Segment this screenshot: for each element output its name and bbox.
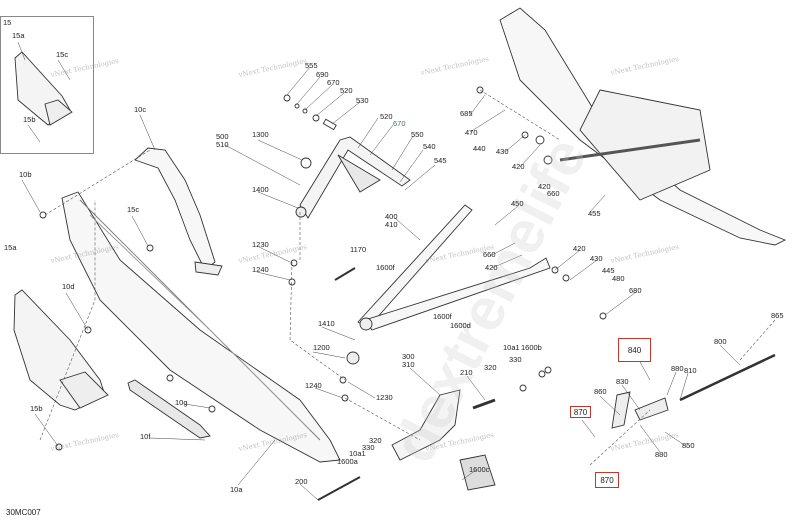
part-label[interactable]: 320 [369,436,382,445]
part-label[interactable]: 680 [629,286,642,295]
diagram-code: 30MC007 [6,508,41,517]
part-label[interactable]: 1600f [376,263,395,272]
part-label[interactable]: 1600a [337,457,358,466]
part-label[interactable]: 690 [316,70,329,79]
part-label[interactable]: 330 [509,355,522,364]
part-label[interactable]: 510 [216,140,229,149]
part-label[interactable]: 10a1 [503,343,520,352]
part-label[interactable]: 545 [434,156,447,165]
part-label[interactable]: 15a [4,243,17,252]
part-label[interactable]: 200 [295,477,308,486]
part-label[interactable]: 420 [485,263,498,272]
inset-frame [0,16,94,154]
part-label[interactable]: 210 [460,368,473,377]
part-label[interactable]: 10a1 [349,449,366,458]
part-label[interactable]: 10d [62,282,75,291]
inset-label: 15 [3,18,12,27]
part-label[interactable]: 865 [771,311,784,320]
part-label[interactable]: 480 [612,274,625,283]
highlighted-part-870[interactable]: 870 [570,406,591,418]
part-label[interactable]: 1600f [433,312,452,321]
part-label[interactable]: 1410 [318,319,335,328]
part-label[interactable]: 310 [402,360,415,369]
part-label[interactable]: 550 [411,130,424,139]
part-label[interactable]: 10a [230,485,243,494]
part-label[interactable]: 15b [23,115,36,124]
part-label[interactable]: 15a [12,31,25,40]
part-label[interactable]: 1400 [252,185,269,194]
part-label[interactable]: 320 [484,363,497,372]
part-label[interactable]: 1300 [252,130,269,139]
part-label[interactable]: 445 [602,266,615,275]
part-label[interactable]: 400 [385,212,398,221]
highlighted-part-870-lower[interactable]: 870 [595,472,619,488]
part-label[interactable]: 420 [573,244,586,253]
part-label[interactable]: 670 [327,78,340,87]
part-label[interactable]: 15c [56,50,69,59]
part-label[interactable]: 420 [538,182,551,191]
part-label[interactable]: 660 [547,189,560,198]
part-label[interactable]: 520 [380,112,393,121]
part-label[interactable]: 420 [512,162,525,171]
part-label[interactable]: 1600b [521,343,542,352]
part-label[interactable]: 810 [684,366,697,375]
part-label[interactable]: 1240 [252,265,269,274]
part-label[interactable]: 1230 [252,240,269,249]
part-label[interactable]: 530 [356,96,369,105]
part-label[interactable]: 1600c [469,465,490,474]
part-label[interactable]: 15c [127,205,140,214]
part-label[interactable]: 300 [402,352,415,361]
part-label[interactable]: 1170 [350,245,367,254]
part-label[interactable]: 1230 [376,393,393,402]
part-label[interactable]: 10g [175,398,188,407]
part-label[interactable]: 800 [714,337,727,346]
part-label[interactable]: 880 [671,364,684,373]
part-label[interactable]: 10b [19,170,32,179]
part-label[interactable]: 430 [590,254,603,263]
part-label[interactable]: 880 [655,450,668,459]
part-label[interactable]: 555 [305,61,318,70]
part-label[interactable]: 440 [473,144,486,153]
part-label[interactable]: 450 [511,199,524,208]
part-label[interactable]: 660 [483,250,496,259]
part-label[interactable]: 455 [588,209,601,218]
part-label[interactable]: 1200 [313,343,330,352]
part-label[interactable]: 540 [423,142,436,151]
highlighted-part-840[interactable]: 840 [618,338,651,362]
part-label[interactable]: 330 [362,443,375,452]
part-label[interactable]: 10c [134,105,147,114]
part-label[interactable]: 1240 [305,381,322,390]
part-label[interactable]: 830 [616,377,629,386]
part-label[interactable]: 470 [465,128,478,137]
part-label[interactable]: 430 [496,147,509,156]
part-label[interactable]: 850 [682,441,695,450]
part-label[interactable]: 410 [385,220,398,229]
part-label[interactable]: 15b [30,404,43,413]
part-label[interactable]: 520 [340,86,353,95]
part-label[interactable]: 1600d [450,321,471,330]
part-label[interactable]: 670 [393,119,406,128]
part-label[interactable]: 685 [460,109,473,118]
part-label[interactable]: 860 [594,387,607,396]
part-label[interactable]: 500 [216,132,229,141]
part-label[interactable]: 10f [140,432,151,441]
